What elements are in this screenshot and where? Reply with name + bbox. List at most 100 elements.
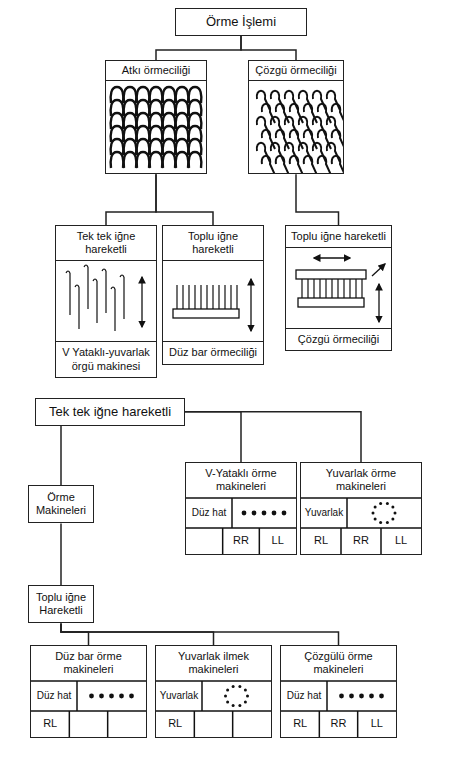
needle <box>313 279 314 298</box>
connector <box>185 412 361 462</box>
connector <box>296 174 339 225</box>
table-heading-text: Düz bar örme makineleri <box>34 650 143 676</box>
needle <box>78 287 79 329</box>
needle-dot <box>244 689 247 692</box>
panel-heading: Toplu iğne hareketli <box>286 226 391 248</box>
table-cell: RR <box>319 711 357 737</box>
knit-loop <box>257 117 270 136</box>
needle-dot <box>242 511 247 516</box>
cell-text: LL <box>272 534 284 547</box>
needle-dot <box>394 512 397 515</box>
category-panel: Toplu iğne hareketliDüz bar örmeciliği <box>162 225 264 365</box>
panel-heading-text: Toplu iğne hareketli <box>289 230 388 243</box>
knit-loop <box>257 91 270 110</box>
table-rule <box>319 711 321 737</box>
knit-loop <box>271 91 284 110</box>
cell-text: LL <box>371 717 383 730</box>
panel-heading-text: Çözgü örmeciliği <box>251 64 341 77</box>
table-heading: V-Yataklı örme makineleri <box>186 463 296 497</box>
needle <box>230 285 231 309</box>
knit-loop <box>318 130 331 149</box>
knit-loop <box>318 104 331 123</box>
table-cell: Düz hat <box>186 498 232 528</box>
machine-table: Yuvarlak ilmek makineleriYuvarlakRL <box>155 645 272 738</box>
needle-dot <box>359 694 364 699</box>
connector <box>156 174 213 225</box>
needle-dot <box>119 694 124 699</box>
knit-loop <box>290 156 303 173</box>
table-rule <box>69 711 71 737</box>
needle <box>123 277 124 319</box>
table-cell: RR <box>341 528 381 554</box>
knit-loop <box>257 143 270 162</box>
cell-text: Düz hat <box>192 507 226 519</box>
table-rule <box>222 528 224 554</box>
needle <box>224 285 225 309</box>
needle-dot <box>238 704 241 707</box>
needle <box>114 289 115 331</box>
knit-loop <box>327 117 340 136</box>
needle-hook <box>102 269 106 271</box>
table-heading: Çözgülü örme makineleri <box>281 646 396 680</box>
needle-illustration <box>286 248 391 328</box>
table-cell: LL <box>381 528 421 554</box>
needle <box>355 279 356 298</box>
knit-loop <box>262 130 275 149</box>
needle-dot <box>232 685 235 688</box>
table-rule <box>301 527 421 529</box>
table-heading: Yuvarlak ilmek makineleri <box>156 646 271 680</box>
box-label-text: Örme Makineleri <box>33 491 89 517</box>
table-rule <box>156 710 271 712</box>
knit-loop <box>271 143 284 162</box>
needle-bar <box>173 309 239 318</box>
needle-hook <box>84 265 88 267</box>
needle <box>325 279 326 298</box>
knit-loop <box>163 152 176 168</box>
needle <box>69 273 70 315</box>
cell-text: RL <box>314 534 328 547</box>
table-rule <box>259 528 261 554</box>
knit-loop <box>304 104 317 123</box>
knit-loop <box>304 156 317 173</box>
machine-table: V-Yataklı örme makineleriDüz hatRRLL <box>185 462 297 555</box>
table-cell: LL <box>259 528 296 554</box>
table-rule <box>186 497 296 499</box>
box-label: Tek tek iğne hareketli <box>36 399 184 425</box>
knit-loop <box>327 91 340 110</box>
needle-dot <box>224 695 227 698</box>
needle-dot <box>272 511 277 516</box>
needle-hook <box>93 279 97 281</box>
table-cell: LL <box>358 711 396 737</box>
needle-dot <box>238 685 241 688</box>
needle-dot <box>372 512 375 515</box>
table-rule <box>31 710 146 712</box>
knit-loop <box>276 130 289 149</box>
motion-arrow <box>378 284 379 322</box>
knit-loop <box>299 143 312 162</box>
panel-heading: Çözgü örmeciliği <box>249 61 343 81</box>
cell-text: Düz hat <box>37 690 71 702</box>
category-box: Örme Makineleri <box>28 485 94 523</box>
needle-dot <box>349 694 354 699</box>
knit-loop <box>327 143 340 162</box>
needle <box>200 285 201 309</box>
category-panel: Tek tek iğne hareketliV Yataklı-yuvarlak… <box>55 225 157 378</box>
panel-heading-text: Tek tek iğne hareketli <box>59 230 153 256</box>
knit-loop <box>290 104 303 123</box>
needle-dot <box>379 521 382 524</box>
cell-text: Düz hat <box>287 690 321 702</box>
cell-text: RR <box>353 534 369 547</box>
connector <box>61 623 214 645</box>
table-heading-text: Yuvarlak ilmek makineleri <box>159 650 268 676</box>
needle-dot <box>374 517 377 520</box>
table-rule <box>346 498 348 528</box>
needle-dot <box>339 694 344 699</box>
needle-dot <box>379 694 384 699</box>
table-rule <box>340 528 342 554</box>
category-panel: Çözgü örmeciliği <box>248 60 344 174</box>
needle <box>105 271 106 313</box>
knit-loop <box>304 130 317 149</box>
needle-dot <box>109 694 114 699</box>
table-rule <box>201 681 203 711</box>
table-rule <box>231 498 233 528</box>
